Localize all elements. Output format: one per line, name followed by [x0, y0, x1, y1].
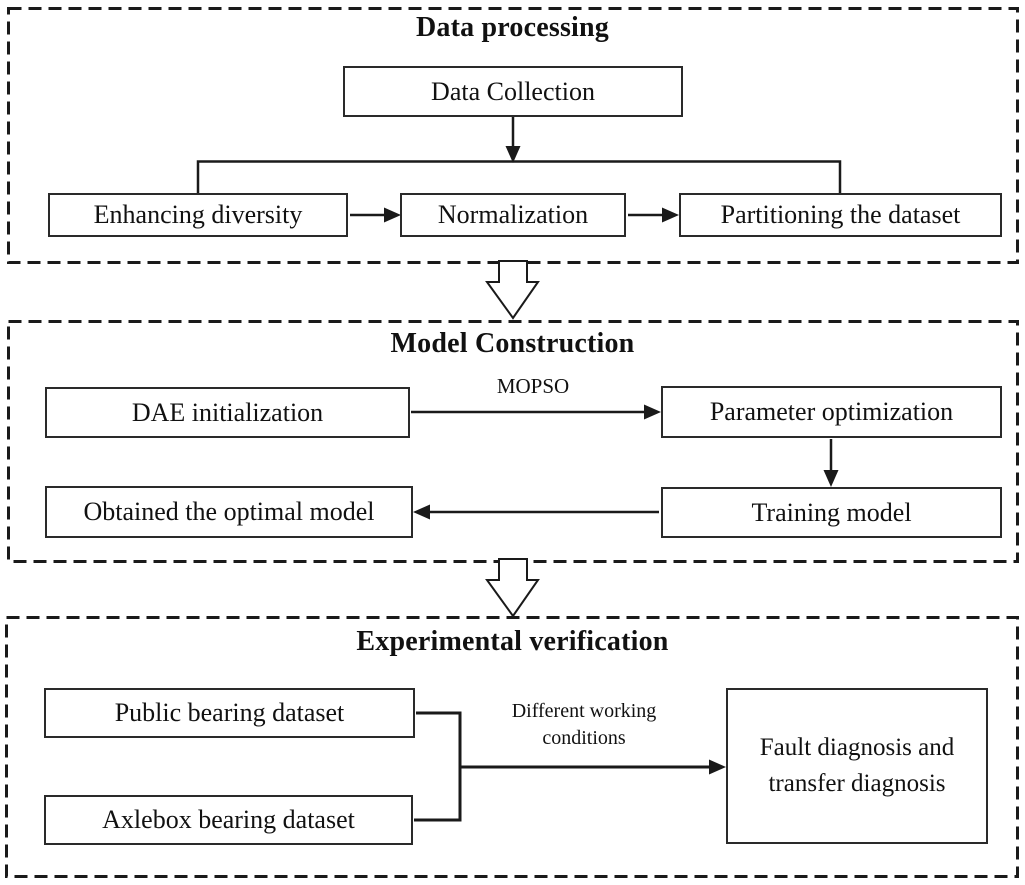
arrowhead-right-icon: [662, 207, 679, 223]
datasets-merge-line: [414, 711, 462, 822]
node-label: Public bearing dataset: [114, 698, 345, 727]
section-title-experimental-verification: Experimental verification: [356, 626, 669, 657]
node-data-collection: Data Collection: [343, 66, 683, 117]
edge-label-working-conditions: Different working conditions: [511, 700, 657, 749]
node-normalization: Normalization: [400, 193, 626, 237]
node-parameter-optimization: Parameter optimization: [661, 386, 1002, 438]
section-title-data-processing: Data processing: [415, 12, 610, 43]
arrowhead-down-icon: [505, 146, 521, 163]
node-fault-diagnosis: Fault diagnosis and transfer diagnosis: [726, 688, 988, 844]
node-dae-initialization: DAE initialization: [45, 387, 410, 438]
arrowhead-down-icon: [823, 470, 839, 487]
node-training-model: Training model: [661, 487, 1002, 538]
section-flow-arrow-icon: [485, 558, 540, 618]
arrowhead-right-icon: [384, 207, 401, 223]
arrowhead-right-icon: [709, 759, 726, 775]
node-label: DAE initialization: [131, 397, 324, 427]
branch-line: [196, 160, 842, 193]
node-label: Parameter optimization: [709, 397, 954, 426]
node-label: Obtained the optimal model: [83, 497, 375, 526]
node-label: Training model: [751, 497, 912, 527]
arrowhead-right-icon: [644, 404, 661, 420]
node-axlebox-bearing-dataset: Axlebox bearing dataset: [44, 795, 413, 845]
node-label: Fault diagnosis and transfer diagnosis: [759, 734, 955, 797]
section-title-model-construction: Model Construction: [390, 328, 635, 359]
section-flow-arrow-icon: [485, 260, 540, 320]
node-obtained-optimal-model: Obtained the optimal model: [45, 486, 413, 538]
node-label: Data Collection: [431, 76, 595, 106]
node-label: Enhancing diversity: [93, 200, 303, 229]
node-public-bearing-dataset: Public bearing dataset: [44, 688, 415, 738]
node-enhancing-diversity: Enhancing diversity: [48, 193, 348, 237]
node-label: Axlebox bearing dataset: [102, 805, 355, 834]
section-frame-model-construction: [7, 320, 1019, 563]
node-label: Normalization: [437, 200, 589, 229]
arrowhead-left-icon: [413, 504, 430, 520]
edge-label-mopso: MOPSO: [496, 374, 570, 398]
node-partitioning-dataset: Partitioning the dataset: [679, 193, 1002, 237]
section-frame-experimental-verification: [5, 616, 1019, 878]
node-label: Partitioning the dataset: [720, 200, 961, 229]
